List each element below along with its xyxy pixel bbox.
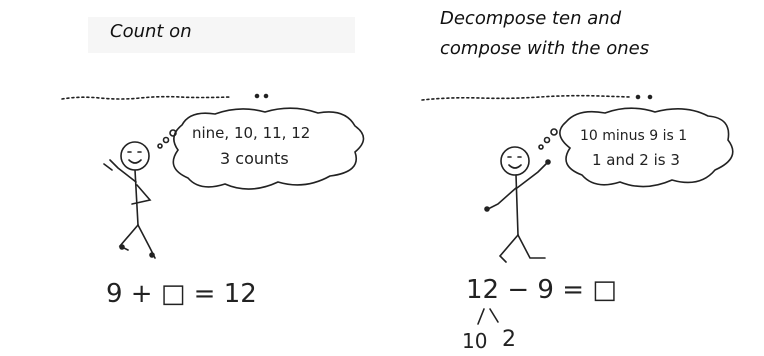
decomposition-left-value: 10 [462,329,487,353]
right-equation: 12 − 9 = □ [466,275,617,305]
left-dotted-line [61,95,231,100]
right-thought-line1: 10 minus 9 is 1 [580,128,687,144]
right-thought-cloud [559,107,734,188]
left-thought-line2: 3 counts [220,149,289,168]
decomposition-branch-right [489,308,499,323]
left-title-text: Count on [110,21,192,42]
decomposition-right-value: 2 [502,327,516,352]
left-panel [61,93,365,259]
right-thought-line2: 1 and 2 is 3 [592,151,680,169]
left-thought-cloud [172,107,365,190]
left-thought-line1: nine, 10, 11, 12 [192,124,310,142]
left-dot [254,93,260,99]
right-figure-head [500,146,530,176]
left-dot [263,93,269,99]
left-stick-figure [103,141,156,259]
right-title-line2: compose with the ones [440,38,650,59]
left-thought-dot [162,136,170,144]
decomposition-branch-left [477,308,485,325]
left-equation: 9 + □ = 12 [106,279,257,309]
right-panel-title: Decompose ten and compose with the ones [425,4,715,64]
left-thought-dot [157,143,163,149]
right-stick-figure [484,146,551,263]
right-thought-dot [543,136,551,144]
right-title-line1: Decompose ten and [440,8,622,29]
left-panel-title: Count on [88,17,355,53]
right-thought-dot [550,128,558,136]
right-panel [421,94,734,325]
left-figure-head [120,141,150,171]
right-thought-dot [538,144,544,150]
right-dotted-line [421,94,631,101]
